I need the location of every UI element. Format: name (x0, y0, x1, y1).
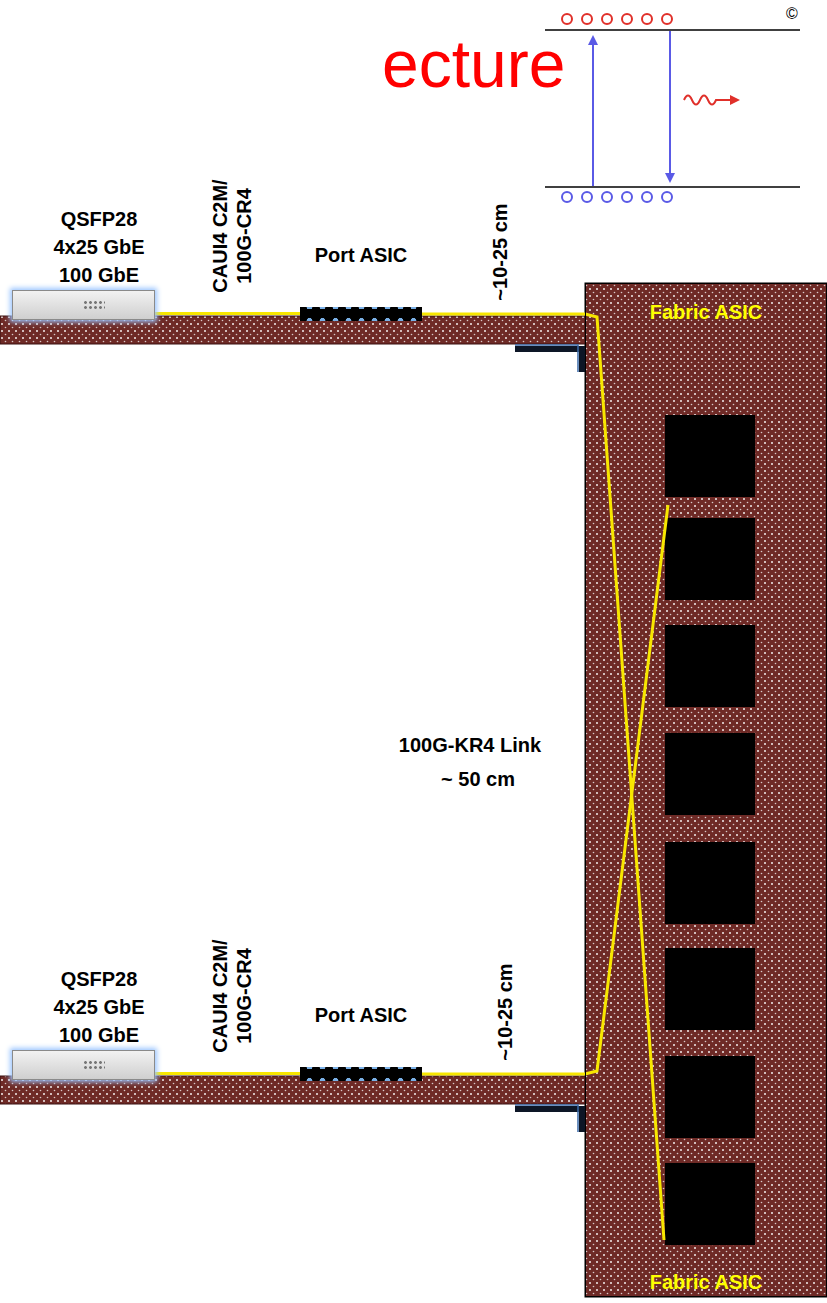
signal-trace (155, 312, 300, 315)
link-annotation: CAUI4 C2M/ 100G-CR4 (208, 174, 256, 299)
board-label: Fabric ASIC (650, 300, 763, 324)
board-label: Fabric ASIC (650, 1270, 763, 1294)
energy-level-symbol (545, 14, 800, 202)
chip-label: Port ASIC (315, 244, 408, 267)
module-detail (83, 1060, 105, 1070)
link-annotation: ~10-25 cm (493, 963, 517, 1060)
port-asic-chip: Port ASIC (300, 307, 422, 321)
qsfp28-module: QSFP28 4x25 GbE 100 GbE (12, 290, 155, 320)
link-name: 100G-KR4 Link (399, 733, 541, 757)
fabric-chips (665, 415, 755, 1245)
signal-trace (155, 1072, 300, 1075)
line-card-board (0, 316, 585, 344)
qsfp28-module: QSFP28 4x25 GbE 100 GbE (12, 1050, 155, 1080)
kr4-trace (585, 314, 668, 1240)
chip-label: Port ASIC (315, 1004, 408, 1027)
port-label: QSFP28 4x25 GbE 100 GbE (40, 205, 158, 289)
module-detail (83, 300, 105, 310)
link-name: ~ 50 cm (441, 767, 515, 791)
link-annotation: ~10-25 cm (488, 203, 512, 300)
fabric-board (585, 283, 827, 1297)
link-annotation: CAUI4 C2M/ 100G-CR4 (208, 934, 256, 1059)
fabric-board: Fabric ASIC Fabric ASIC (585, 283, 827, 1297)
port-asic-chip: Port ASIC (300, 1067, 422, 1081)
copyright-mark: © (786, 2, 798, 26)
port-label: QSFP28 4x25 GbE 100 GbE (40, 965, 158, 1049)
line-card-board (0, 1076, 585, 1104)
signal-trace (422, 1073, 585, 1076)
signal-trace (422, 313, 585, 316)
diagram-title: ecture (382, 26, 565, 102)
